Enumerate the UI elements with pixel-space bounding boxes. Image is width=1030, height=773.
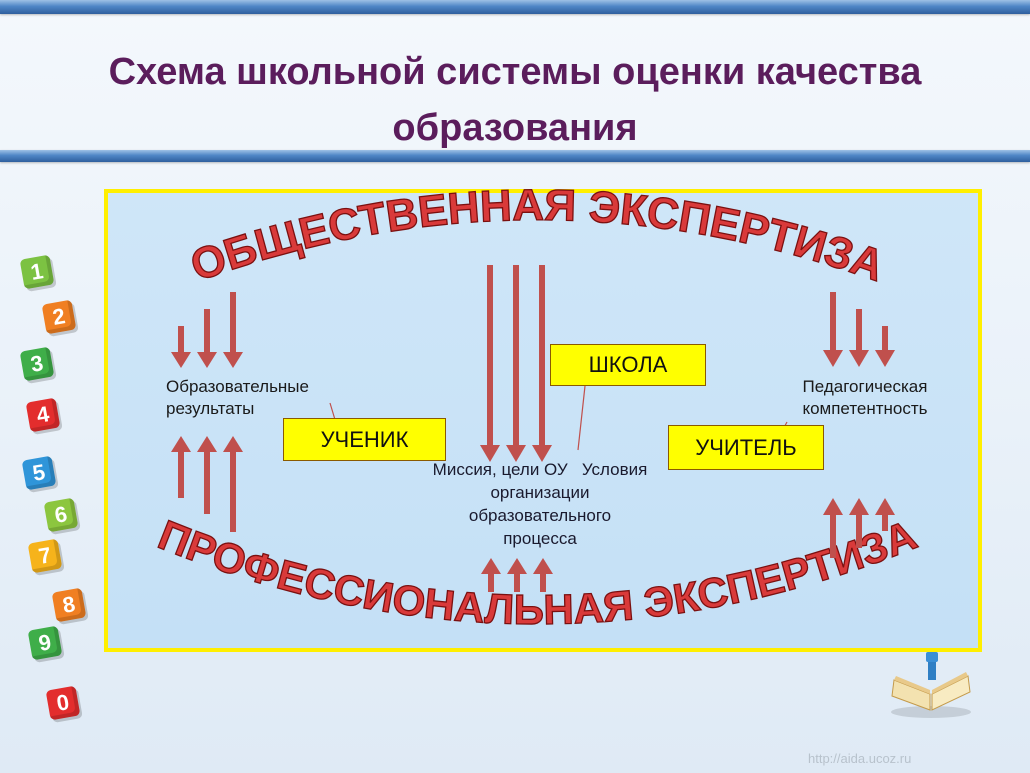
- student-box: УЧЕНИК: [283, 418, 446, 461]
- school-box: ШКОЛА: [550, 344, 706, 386]
- arrow-down-center-2: [506, 265, 526, 462]
- slide-title: Схема школьной системы оценки качества о…: [40, 44, 990, 156]
- pedagogical-competence-label: Педагогическая компетентность: [790, 376, 940, 420]
- mission-conditions-label: Миссия, цели ОУ Условия организации обра…: [412, 458, 668, 550]
- arc-top-text: ОБЩЕСТВЕННАЯ ЭКСПЕРТИЗА: [185, 181, 891, 291]
- source-watermark: http://aida.ucoz.ru: [808, 751, 912, 766]
- arrow-down-center-3: [532, 265, 552, 462]
- arrow-down-left-1: [171, 326, 191, 368]
- educational-results-line2: результаты: [166, 399, 255, 418]
- mission-conditions-line2: организации: [490, 483, 590, 502]
- open-book-icon: [891, 652, 971, 718]
- top-decorative-bar: [0, 0, 1030, 14]
- arrow-up-left-1: [171, 436, 191, 498]
- pedagogical-competence-line1: Педагогическая: [802, 377, 928, 396]
- arrow-down-left-3: [223, 292, 243, 368]
- arrow-down-right-3: [875, 326, 895, 367]
- title-divider-bar: [0, 150, 1030, 162]
- teacher-box: УЧИТЕЛЬ: [668, 425, 824, 470]
- slide-title-line1: Схема школьной системы оценки качества: [108, 51, 922, 93]
- arrow-up-right-1: [823, 498, 843, 558]
- arrow-down-right-1: [823, 292, 843, 367]
- arrow-down-right-2: [849, 309, 869, 367]
- school-leader-line: [577, 385, 586, 451]
- arrows: [171, 265, 895, 592]
- arrow-up-center-2: [507, 558, 527, 592]
- educational-results-label: Образовательные результаты: [166, 376, 309, 420]
- arrow-up-left-2: [197, 436, 217, 514]
- arrow-down-left-2: [197, 309, 217, 368]
- slide-title-line2: образования: [392, 107, 638, 149]
- arrow-up-center-1: [481, 558, 501, 592]
- arrow-down-center-1: [480, 265, 500, 462]
- arrow-up-center-3: [533, 558, 553, 592]
- educational-results-line1: Образовательные: [166, 377, 309, 396]
- mission-conditions-line1: Миссия, цели ОУ Условия: [432, 460, 648, 479]
- mission-conditions-line4: процесса: [503, 529, 577, 548]
- arrow-up-right-2: [849, 498, 869, 548]
- pedagogical-competence-line2: компетентность: [802, 399, 928, 418]
- arrow-up-left-3: [223, 436, 243, 532]
- mission-conditions-line3: образовательного: [468, 506, 612, 525]
- arrow-up-right-3: [875, 498, 895, 531]
